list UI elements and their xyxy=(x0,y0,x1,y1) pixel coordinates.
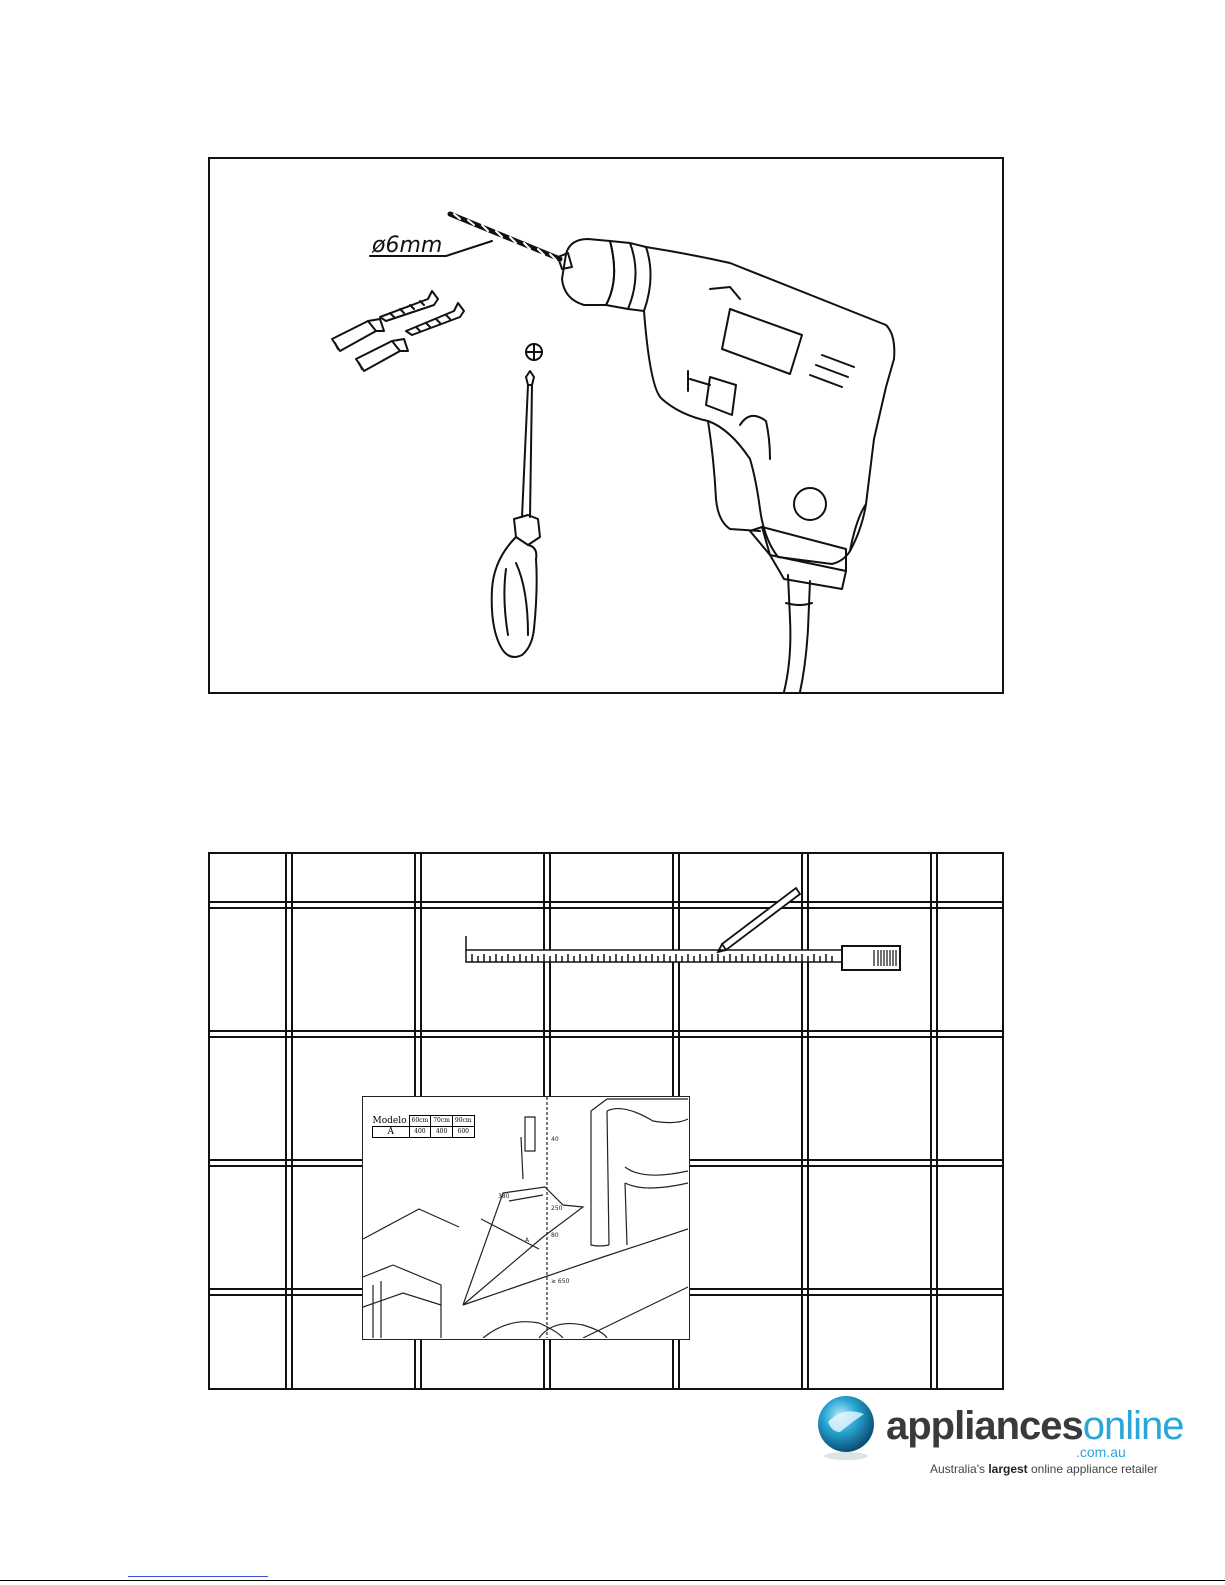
dim-label-80: 80 xyxy=(551,1232,559,1239)
drill-bit-diameter-label: ø6mm xyxy=(371,233,442,258)
dim-label-a: A xyxy=(525,1237,530,1244)
value-70: 400 xyxy=(431,1126,453,1137)
logo-wordmark: appliancesonline xyxy=(886,1406,1184,1446)
logo-tagline: Australia's largest online appliance ret… xyxy=(930,1462,1158,1476)
drill-icon xyxy=(558,239,894,692)
logo-domain: .com.au xyxy=(1076,1444,1126,1460)
logo-word-appliances: appliances xyxy=(886,1404,1083,1448)
phillips-screwdriver-icon xyxy=(492,344,542,657)
screws-icon xyxy=(380,291,464,335)
model-header: Modelo xyxy=(373,1116,410,1127)
tools-figure: ø6mm xyxy=(208,157,1004,694)
logo-globe-icon xyxy=(812,1392,882,1462)
row-label-a: A xyxy=(373,1126,410,1137)
dim-label-650: ≥ 650 xyxy=(551,1278,570,1285)
value-90: 600 xyxy=(452,1126,474,1137)
footer-rule xyxy=(0,1580,1225,1581)
dim-label-380: 380 xyxy=(498,1193,510,1200)
tape-measure-icon xyxy=(466,936,900,970)
model-col-60: 60cm xyxy=(409,1116,431,1127)
pencil-icon xyxy=(718,888,800,952)
tagline-bold: largest xyxy=(988,1462,1027,1476)
model-dimensions-table: Modelo 60cm 70cm 90cm A 400 400 600 xyxy=(372,1115,475,1138)
tagline-post: online appliance retailer xyxy=(1028,1462,1158,1476)
installation-inset: 380 250 A 40 80 ≥ 650 Modelo 60cm 70cm 9… xyxy=(362,1096,690,1340)
model-col-90: 90cm xyxy=(452,1116,474,1127)
appliances-online-logo[interactable]: appliancesonline .com.au Australia's lar… xyxy=(808,1392,1168,1482)
model-col-70: 70cm xyxy=(431,1116,453,1127)
wall-marking-figure: 380 250 A 40 80 ≥ 650 Modelo 60cm 70cm 9… xyxy=(208,852,1004,1390)
wall-plugs-icon xyxy=(332,319,408,371)
footer-link-underline[interactable] xyxy=(128,1576,268,1577)
drill-bit-icon xyxy=(450,214,560,260)
dim-label-40: 40 xyxy=(551,1136,559,1143)
tools-illustration: ø6mm xyxy=(210,159,1002,692)
logo-word-online: online xyxy=(1083,1404,1184,1448)
value-60: 400 xyxy=(409,1126,431,1137)
dim-label-250: 250 xyxy=(551,1205,563,1212)
tagline-pre: Australia's xyxy=(930,1462,988,1476)
